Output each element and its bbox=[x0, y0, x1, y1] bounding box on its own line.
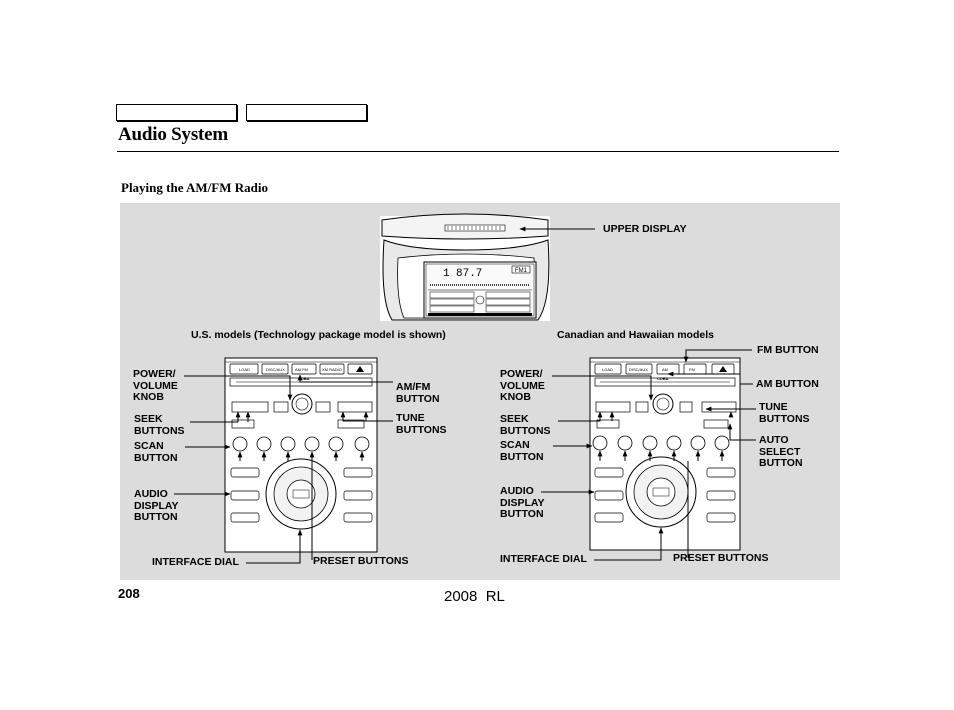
svg-text:DISC/AUX: DISC/AUX bbox=[266, 367, 285, 372]
can-preset-buttons-label: PRESET BUTTONS bbox=[673, 552, 769, 564]
display-preset: 1 bbox=[443, 268, 450, 280]
svg-text:CDBA: CDBA bbox=[657, 376, 669, 381]
us-power-volume-knob-label: POWER/ VOLUME KNOB bbox=[133, 368, 178, 403]
can-tune-buttons-label: TUNE BUTTONS bbox=[759, 401, 810, 425]
us-interface-dial-label: INTERFACE DIAL bbox=[152, 556, 239, 568]
upper-display-strip bbox=[444, 224, 506, 232]
svg-text:AM: AM bbox=[662, 367, 668, 372]
upper-display-label: UPPER DISPLAY bbox=[603, 223, 687, 235]
svg-text:LOAD: LOAD bbox=[602, 367, 613, 372]
svg-text:XM RADIO: XM RADIO bbox=[322, 367, 342, 372]
svg-text:AM FM: AM FM bbox=[295, 367, 308, 372]
can-fm-button-label: FM BUTTON bbox=[757, 344, 819, 356]
us-scan-button-label: SCAN BUTTON bbox=[134, 440, 178, 464]
page-number: 208 bbox=[118, 586, 140, 601]
nav-tab-1[interactable] bbox=[116, 104, 237, 121]
page-title: Audio System bbox=[118, 124, 229, 145]
can-auto-select-button-label: AUTO SELECT BUTTON bbox=[759, 434, 803, 469]
can-interface-dial-label: INTERFACE DIAL bbox=[500, 553, 587, 565]
us-models-caption: U.S. models (Technology package model is… bbox=[191, 329, 446, 341]
nav-tab-2[interactable] bbox=[246, 104, 367, 121]
us-amfm-button-label: AM/FM BUTTON bbox=[396, 381, 440, 405]
svg-text:CDBA: CDBA bbox=[298, 376, 310, 381]
display-band: FM1 bbox=[515, 268, 528, 274]
footer-model: 2008 RL bbox=[444, 588, 505, 605]
canadian-models-caption: Canadian and Hawaiian models bbox=[557, 329, 714, 341]
title-rule bbox=[117, 151, 839, 152]
svg-text:LOAD: LOAD bbox=[239, 367, 250, 372]
can-power-volume-knob-label: POWER/ VOLUME KNOB bbox=[500, 368, 545, 403]
svg-text:FM: FM bbox=[689, 367, 695, 372]
section-heading: Playing the AM/FM Radio bbox=[121, 180, 268, 195]
us-preset-buttons-label: PRESET BUTTONS bbox=[313, 555, 409, 567]
svg-text:DISC/AUX: DISC/AUX bbox=[629, 367, 648, 372]
upper-display-unit: 1 87.7 FM1 bbox=[380, 213, 550, 321]
us-radio-unit: LOAD DISC/AUX AM FM XM RADIO CDBA bbox=[224, 357, 378, 553]
can-am-button-label: AM BUTTON bbox=[756, 378, 819, 390]
us-seek-buttons-label: SEEK BUTTONS bbox=[134, 413, 185, 437]
us-tune-buttons-label: TUNE BUTTONS bbox=[396, 412, 447, 436]
can-seek-buttons-label: SEEK BUTTONS bbox=[500, 413, 551, 437]
us-audio-display-button-label: AUDIO DISPLAY BUTTON bbox=[134, 488, 179, 523]
canadian-callouts bbox=[541, 349, 756, 561]
display-frequency: 87.7 bbox=[456, 268, 482, 280]
can-scan-button-label: SCAN BUTTON bbox=[500, 439, 544, 463]
us-callouts bbox=[174, 374, 393, 564]
canadian-radio-unit: LOAD DISC/AUX AM FM CDBA bbox=[589, 357, 741, 551]
can-audio-display-button-label: AUDIO DISPLAY BUTTON bbox=[500, 485, 545, 520]
